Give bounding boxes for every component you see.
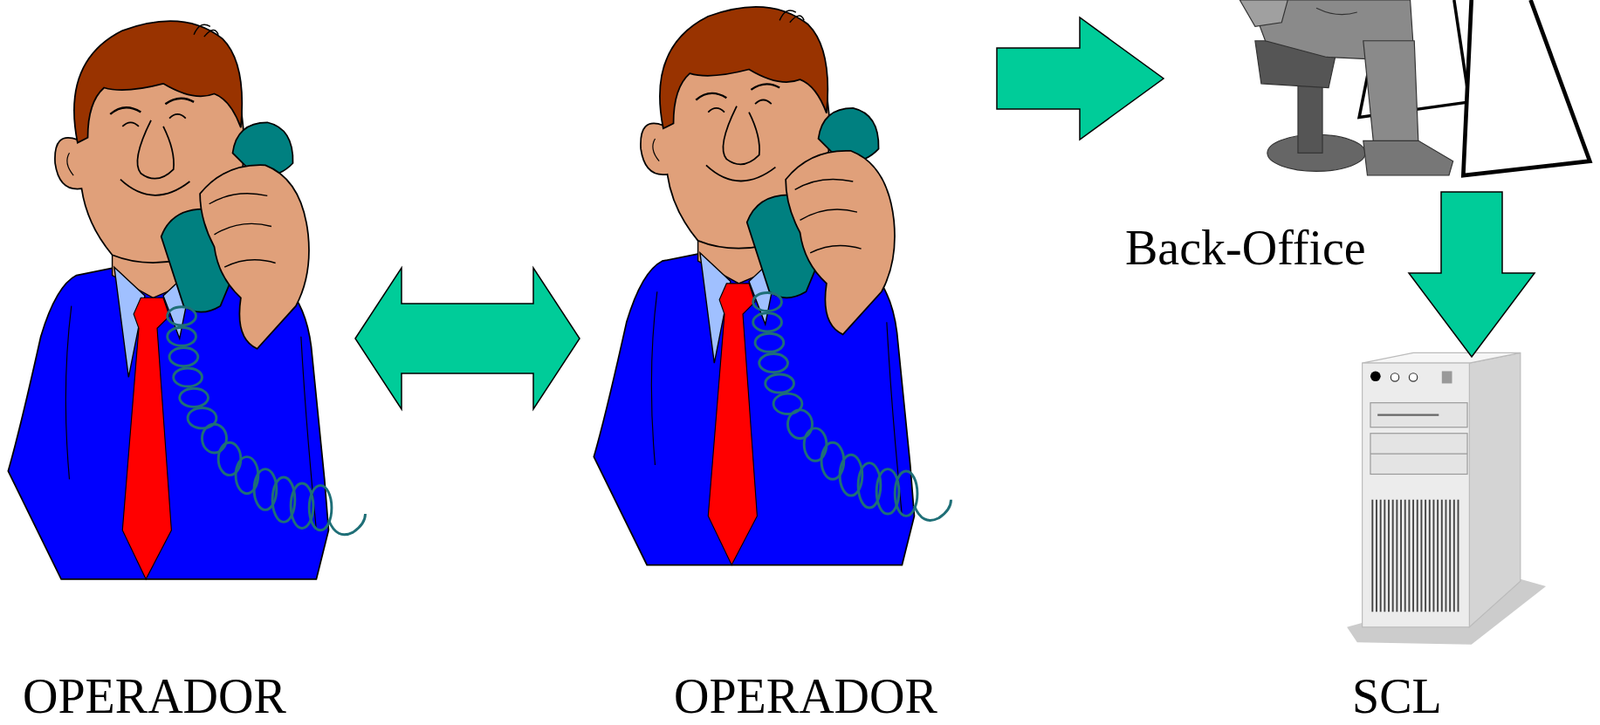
server-figure (1346, 352, 1546, 645)
figure-label: OPERADOR (22, 672, 287, 722)
operator-figure (593, 6, 951, 566)
block-arrow (996, 17, 1164, 140)
back-office-figure (1239, 0, 1590, 176)
operator-figure (7, 20, 365, 580)
figure-node: OPERADOR (0, 0, 356, 725)
figure-label: OPERADOR (673, 672, 938, 722)
figure-node: Back-Office (1163, 0, 1600, 193)
figure-label: Back-Office (1125, 223, 1367, 273)
block-arrow (355, 267, 580, 410)
figure-label: SCL (1352, 672, 1443, 722)
block-arrow (1408, 192, 1535, 358)
figure-node: OPERADOR (579, 0, 997, 725)
figure-node: SCL (1345, 357, 1546, 725)
